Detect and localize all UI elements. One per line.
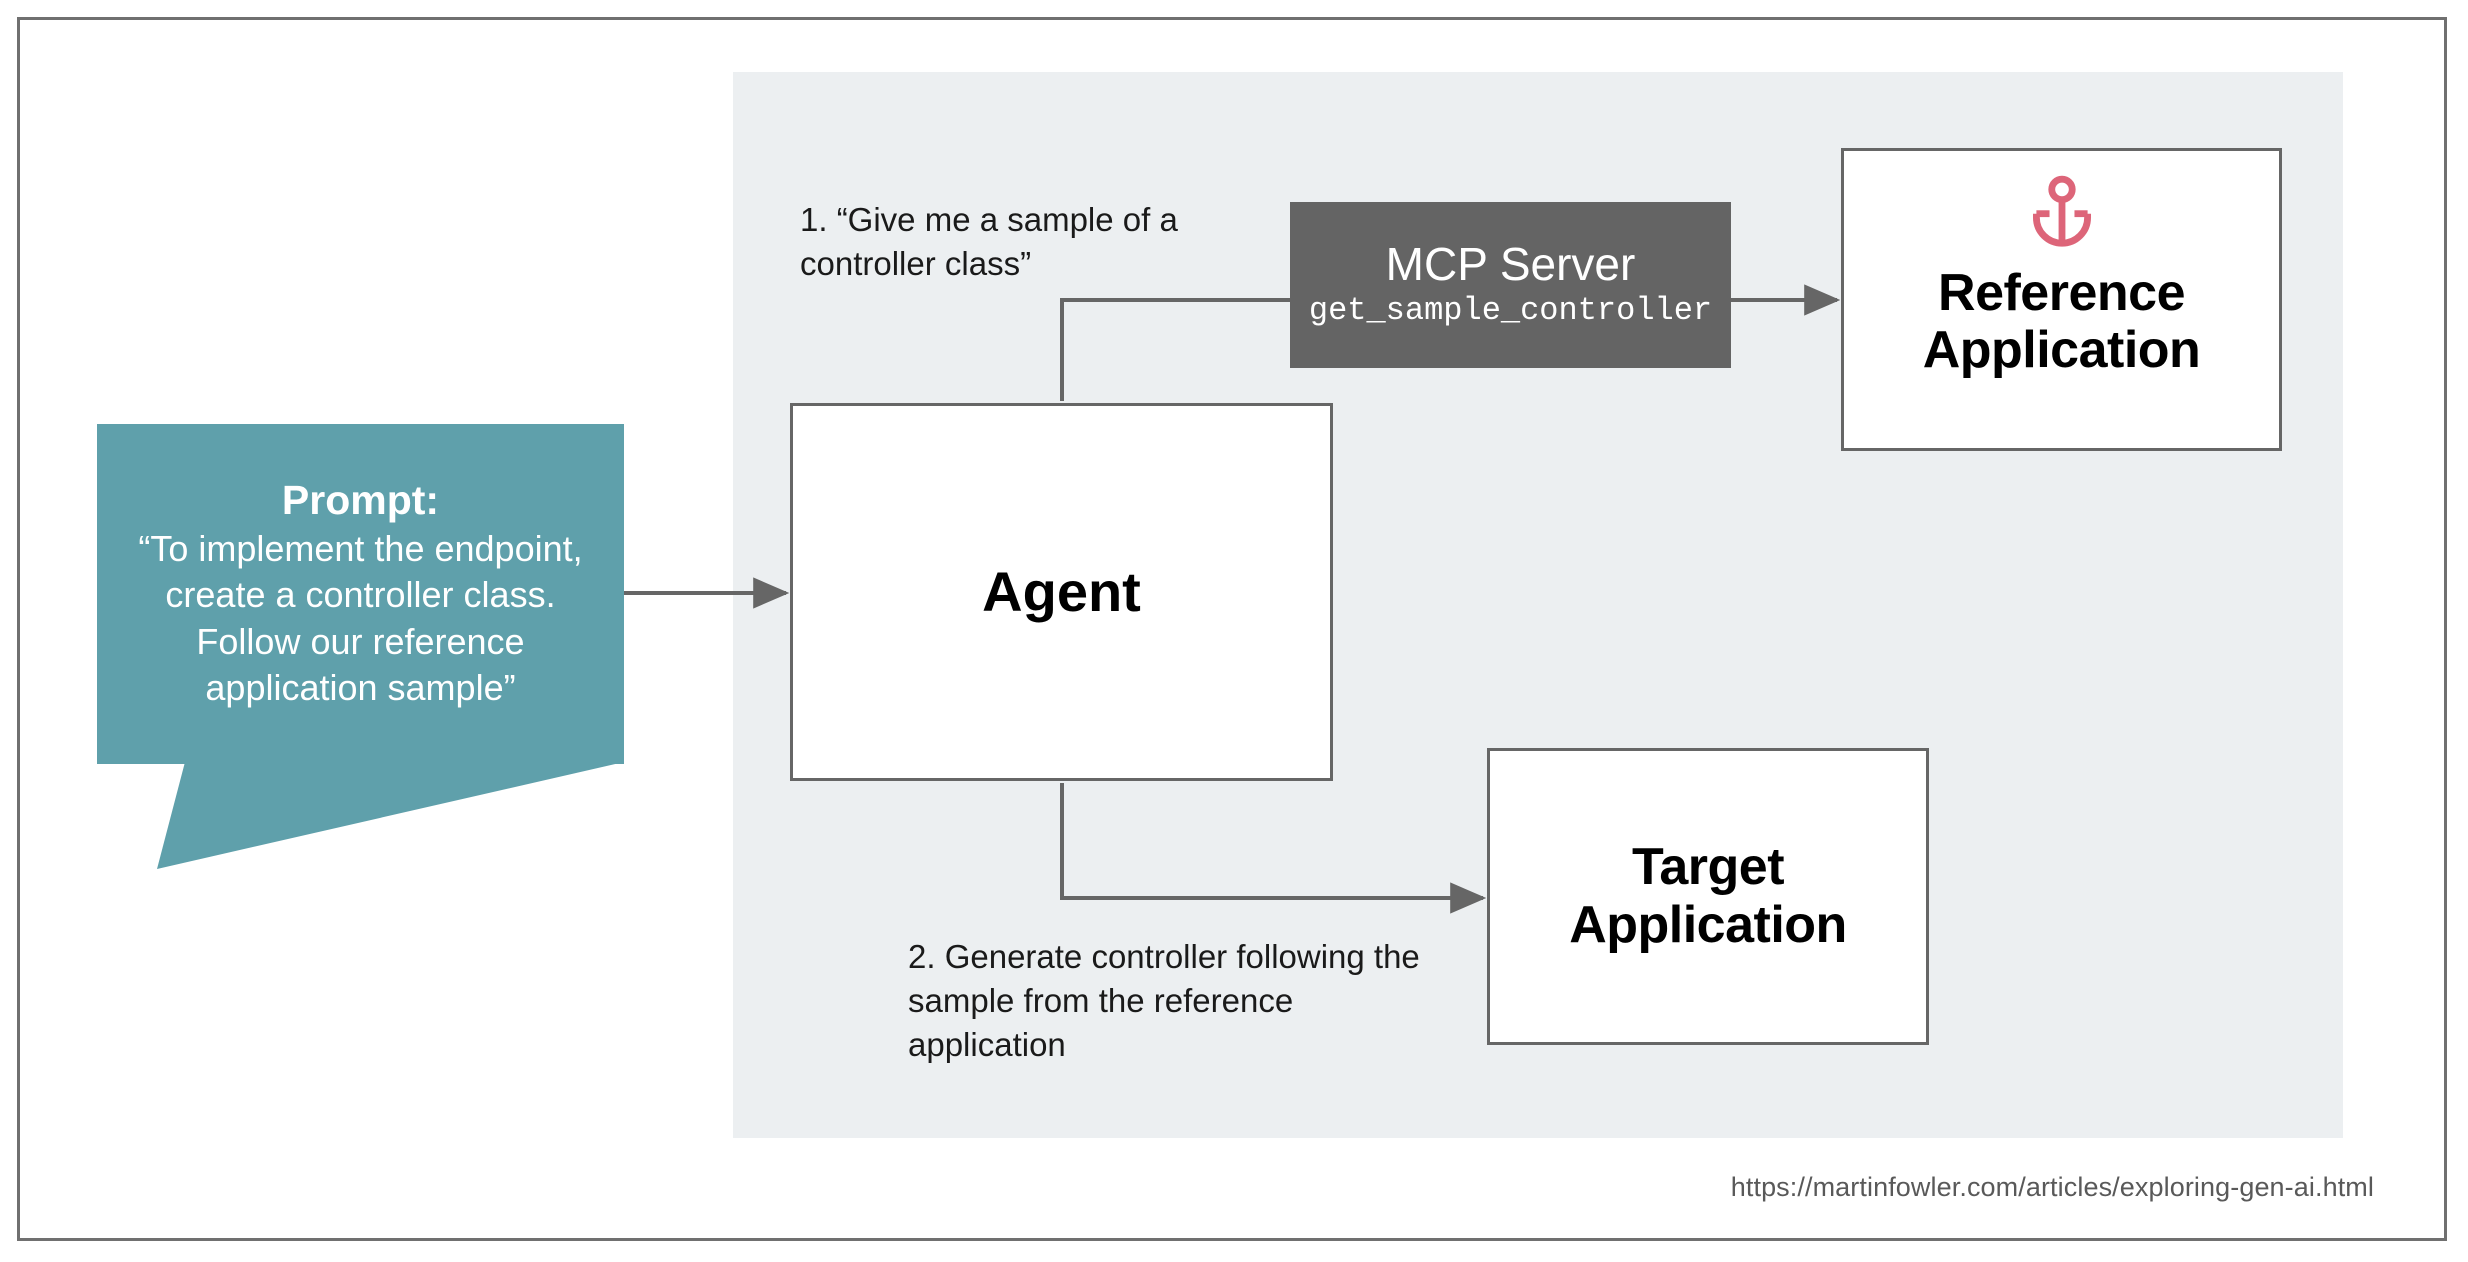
reference-application-title-line1: Reference xyxy=(1938,264,2185,322)
prompt-callout-tail xyxy=(157,762,624,869)
step-1-label: 1. “Give me a sample of a controller cla… xyxy=(800,201,1178,282)
prompt-body-text: “To implement the endpoint, create a con… xyxy=(138,528,583,708)
reference-application-title-line2: Application xyxy=(1922,321,2201,380)
target-application-title-line1: Target xyxy=(1631,838,1785,897)
reference-application-box[interactable]: Reference Application xyxy=(1841,148,2282,451)
prompt-title: Prompt: xyxy=(281,477,440,524)
agent-box[interactable]: Agent xyxy=(790,403,1333,781)
prompt-callout: Prompt: “To implement the endpoint, crea… xyxy=(97,424,624,869)
mcp-server-title: MCP Server xyxy=(1385,237,1636,290)
outer-frame xyxy=(17,17,2447,1241)
target-application-title-line2: Application xyxy=(1569,895,1847,954)
mcp-server-box[interactable]: MCP Server get_sample_controller xyxy=(1290,202,1731,368)
mcp-server-tool-name: get_sample_controller xyxy=(1308,291,1713,329)
agent-label: Agent xyxy=(982,560,1141,624)
prompt-bubble: Prompt: “To implement the endpoint, crea… xyxy=(97,424,624,764)
step-2-label: 2. Generate controller following the sam… xyxy=(908,938,1420,1063)
anchor-icon xyxy=(2020,173,2104,257)
source-url: https://martinfowler.com/articles/explor… xyxy=(1730,1172,2374,1202)
target-application-box[interactable]: Target Application xyxy=(1487,748,1929,1045)
